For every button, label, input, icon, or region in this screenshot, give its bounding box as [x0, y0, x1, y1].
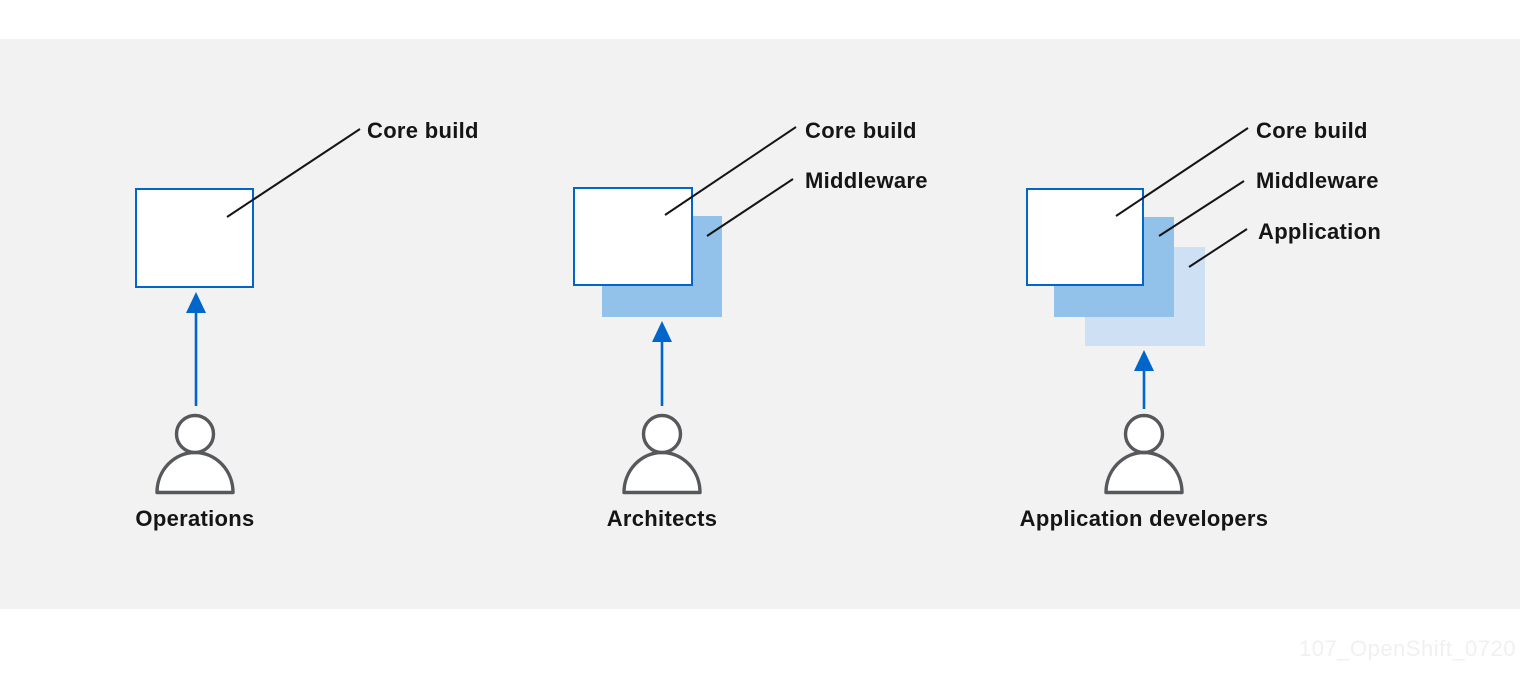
callout-label-core-build: Core build [805, 118, 917, 143]
callout-label-core-build: Core build [1256, 118, 1368, 143]
person-body [1104, 450, 1184, 495]
person-body [155, 450, 235, 495]
canvas-background [0, 39, 1520, 609]
person-head [1123, 413, 1165, 455]
person-head [641, 413, 683, 455]
person-icon [155, 413, 235, 495]
up-arrow-icon [1134, 350, 1154, 409]
role-label-architects: Architects [606, 506, 718, 531]
watermark: 107_OpenShift_0720 [1299, 636, 1516, 661]
role-label-application-developers: Application developers [1019, 506, 1269, 531]
callout-line-core-build [664, 126, 797, 216]
callout-label-middleware: Middleware [805, 168, 928, 193]
callout-label-middleware: Middleware [1256, 168, 1379, 193]
arrow-head [186, 292, 206, 313]
core-build-box [135, 188, 254, 288]
person-head [174, 413, 216, 455]
person-body [622, 450, 702, 495]
up-arrow-icon [186, 292, 206, 406]
core-build-box [573, 187, 693, 286]
up-arrow-icon [652, 321, 672, 406]
callout-line-middleware [1158, 180, 1245, 237]
role-label-operations: Operations [135, 506, 255, 531]
person-icon [622, 413, 702, 495]
arrow-head [652, 321, 672, 342]
callout-label-core-build: Core build [367, 118, 479, 143]
callout-line-middleware [706, 178, 794, 237]
callout-line-application [1188, 228, 1248, 268]
callout-line-core-build [226, 128, 361, 218]
core-build-box [1026, 188, 1144, 286]
callout-label-application: Application [1258, 219, 1382, 244]
callout-line-core-build [1115, 127, 1249, 217]
person-icon [1104, 413, 1184, 495]
arrow-head [1134, 350, 1154, 371]
